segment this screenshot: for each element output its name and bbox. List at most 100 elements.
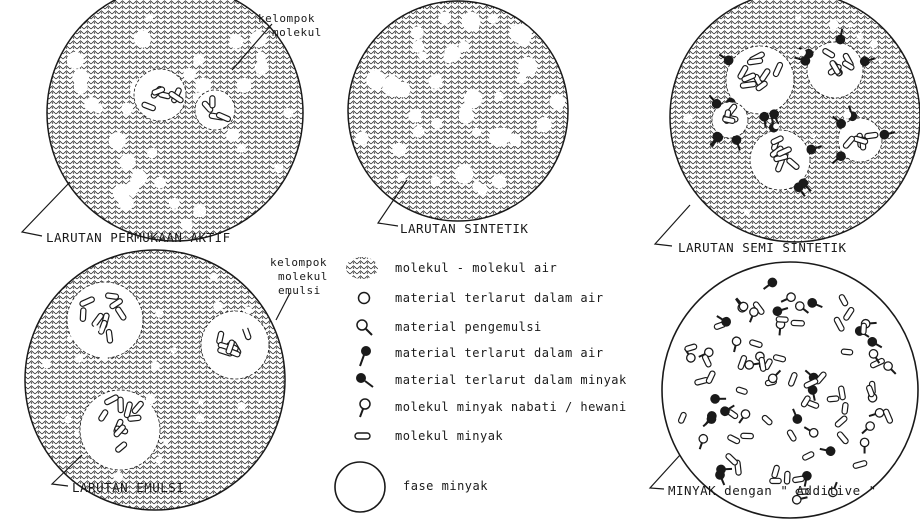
oil-droplet [201,311,269,379]
water-molecules-icon [346,257,378,279]
water-droplet [145,14,153,22]
callout-cluster-line2: molekul [272,26,322,39]
synthetic-droplet [549,94,565,110]
synthetic-droplet [411,27,424,40]
water-droplet [93,325,100,332]
water-droplet [229,35,243,49]
water-droplet [155,457,162,464]
legend-text-water-soluble-2: material terlarut dalam air [395,346,604,360]
water-droplet [843,111,851,119]
water-droplet [237,402,246,411]
synthetic-droplet [518,57,538,77]
water-droplet [75,355,83,363]
large-circle-icon [335,462,385,512]
open-head-pin-icon [360,399,370,417]
water-droplet [234,368,240,374]
water-droplet [193,204,206,217]
water-droplet [171,347,178,354]
water-droplet [773,123,779,129]
water-droplet [237,144,246,153]
oil-molecule [80,308,86,322]
water-droplet [210,273,218,281]
synthetic-droplet [443,52,454,63]
synthetic-droplet [438,13,446,21]
synthetic-droplet [398,173,406,181]
water-droplet [151,361,160,370]
micelle [134,69,186,121]
water-droplet [239,319,249,329]
micelle [195,90,235,130]
synthetic-droplet [408,109,421,122]
label-semi-synthetic-solution: LARUTAN SEMI SINTETIK [678,240,847,255]
water-droplet [181,219,193,231]
water-droplet [847,22,852,27]
water-droplet [256,52,266,62]
synthetic-droplet [472,128,481,137]
oil-molecule [210,96,215,108]
label-surfactant-solution: LARUTAN PERMUKAAN AKTIF [46,230,231,245]
water-droplet [857,33,864,40]
water-droplet [155,310,163,318]
water-droplet [226,129,239,142]
water-droplet [80,345,85,350]
water-droplet [146,395,155,404]
emulsion-cluster [807,42,863,98]
callout-emulsion-line3: emulsi [278,284,321,297]
filled-head-pin-icon [360,346,371,366]
water-droplet [213,301,223,311]
synthetic-droplet [509,25,527,43]
synthetic-droplet [412,41,424,53]
water-droplet [67,336,73,342]
water-droplet [811,133,816,138]
water-droplet [144,408,151,415]
synthetic-droplet [455,165,474,184]
oil-molecule [841,349,853,355]
oil-molecule [842,402,849,414]
water-droplet [769,55,778,64]
legend-text-vegetable-oil: molekul minyak nabati / hewani [395,400,627,414]
panel-surfactant-solution [47,0,303,241]
label-oil-with-additive: MINYAK dengan " Additive " [668,483,877,498]
water-droplet [42,360,51,369]
water-droplet [64,416,72,424]
oil-rod-icon [355,433,370,439]
synthetic-droplet [489,128,508,147]
synthetic-droplet [488,14,498,24]
water-droplet [879,58,884,63]
water-droplet [163,439,169,445]
oil-molecule [864,132,878,139]
legend-text-oil-molecule: molekul minyak [395,429,503,443]
water-droplet [683,113,692,122]
water-droplet [829,20,839,30]
oil-molecule [105,293,119,300]
water-droplet [870,40,878,48]
synthetic-droplet [492,174,506,188]
water-droplet [121,103,132,114]
water-droplet [100,353,108,361]
legend-text-water: molekul - molekul air [395,261,557,275]
water-droplet [67,52,84,69]
label-emulsion-solution: LARUTAN EMULSI [72,480,184,495]
synthetic-droplet [431,176,441,186]
water-droplet [154,177,166,189]
synthetic-droplet [494,92,504,102]
water-droplet [74,431,79,436]
synthetic-droplet [431,118,442,129]
water-droplet [84,97,99,112]
legend-text-emulsifier: material pengemulsi [395,320,542,334]
synthetic-droplet [383,77,403,97]
filled-head-tail-icon [356,373,373,387]
oil-molecule [827,396,839,402]
synthetic-droplet [517,74,526,83]
water-droplet [193,54,204,65]
oil-molecule [791,320,804,326]
panel-emulsion-solution [25,250,285,510]
synthetic-droplet [537,117,552,132]
synthetic-droplet [355,131,368,144]
water-droplet [131,170,147,186]
water-droplet [795,14,801,20]
water-droplet [255,61,269,75]
water-droplet [198,400,203,405]
oil-molecule [861,323,867,335]
